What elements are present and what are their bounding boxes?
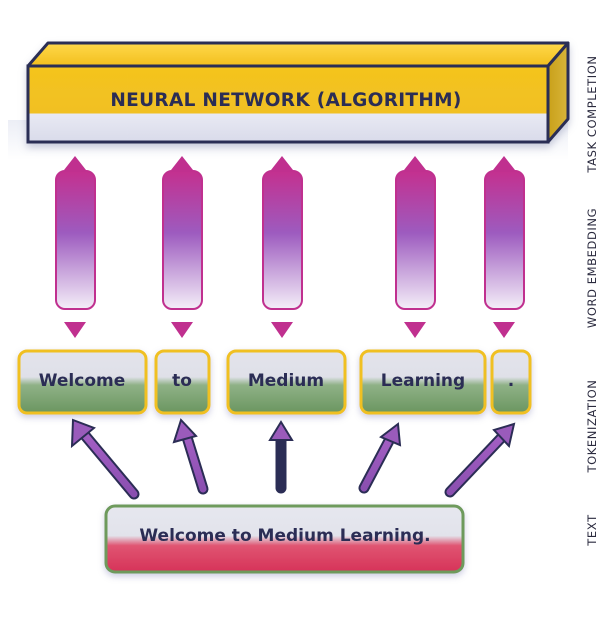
token-arrow-4-head bbox=[379, 422, 402, 447]
neural-network-front-face bbox=[26, 64, 550, 144]
embedding-arrow-4-bottom-head bbox=[404, 322, 426, 338]
layer-label-task-completion: TASK COMPLETION bbox=[585, 55, 599, 173]
embedding-arrow-5 bbox=[484, 156, 525, 338]
token-box-2-shape bbox=[154, 349, 211, 415]
embedding-arrow-5-body bbox=[484, 170, 525, 310]
token-box-1-shape bbox=[17, 349, 148, 415]
token-box-4 bbox=[359, 349, 487, 415]
token-label-2: to bbox=[172, 371, 192, 391]
neural-network-box bbox=[26, 41, 570, 144]
input-text-box-shape bbox=[104, 504, 465, 574]
embedding-arrow-4-body bbox=[395, 170, 436, 310]
token-label-5: . bbox=[508, 371, 514, 391]
embedding-arrow-1-body bbox=[55, 170, 96, 310]
token-arrow-5-head bbox=[492, 422, 516, 449]
embedding-arrow-2-top-head bbox=[171, 156, 193, 170]
input-text-label: Welcome to Medium Learning. bbox=[139, 526, 430, 546]
embedding-arrow-4-top-head bbox=[404, 156, 426, 170]
embedding-arrow-2 bbox=[162, 156, 203, 338]
token-label-3: Medium bbox=[248, 371, 324, 391]
embedding-arrow-4 bbox=[395, 156, 436, 338]
neural-network-top-face bbox=[26, 41, 570, 68]
embedding-arrow-3 bbox=[262, 156, 303, 338]
token-box-4-shape bbox=[359, 349, 487, 415]
token-box-3-shape bbox=[226, 349, 347, 415]
token-arrow-5 bbox=[444, 422, 516, 498]
embedding-arrow-3-bottom-head bbox=[271, 322, 293, 338]
token-arrow-1-head bbox=[70, 418, 96, 449]
embedding-arrow-2-body bbox=[162, 170, 203, 310]
layer-label-text: TEXT bbox=[585, 514, 599, 547]
neural-network-title: NEURAL NETWORK (ALGORITHM) bbox=[110, 90, 461, 111]
token-box-5-shape bbox=[490, 349, 532, 415]
token-label-1: Welcome bbox=[39, 371, 126, 391]
embedding-arrow-5-top-head bbox=[493, 156, 515, 170]
token-label-4: Learning bbox=[381, 371, 465, 391]
embedding-arrow-1 bbox=[55, 156, 96, 338]
embedding-arrow-5-bottom-head bbox=[493, 322, 515, 338]
token-box-2 bbox=[154, 349, 211, 415]
input-text-box bbox=[104, 504, 465, 574]
layer-label-word-embedding: WORD EMBEDDING bbox=[585, 208, 599, 328]
token-arrow-2-head bbox=[172, 418, 198, 444]
layer-label-tokenization: TOKENIZATION bbox=[585, 379, 599, 473]
token-arrow-3-head bbox=[268, 420, 294, 441]
token-box-1 bbox=[17, 349, 148, 415]
embedding-arrow-2-bottom-head bbox=[171, 322, 193, 338]
token-box-5 bbox=[490, 349, 532, 415]
embedding-arrow-3-body bbox=[262, 170, 303, 310]
token-arrow-4 bbox=[358, 422, 402, 494]
token-arrow-3 bbox=[268, 420, 294, 494]
embedding-arrow-1-bottom-head bbox=[64, 322, 86, 338]
embedding-arrow-3-top-head bbox=[271, 156, 293, 170]
token-box-3 bbox=[226, 349, 347, 415]
embedding-arrow-1-top-head bbox=[64, 156, 86, 170]
token-arrow-2 bbox=[172, 418, 209, 495]
token-arrow-1 bbox=[70, 418, 140, 500]
